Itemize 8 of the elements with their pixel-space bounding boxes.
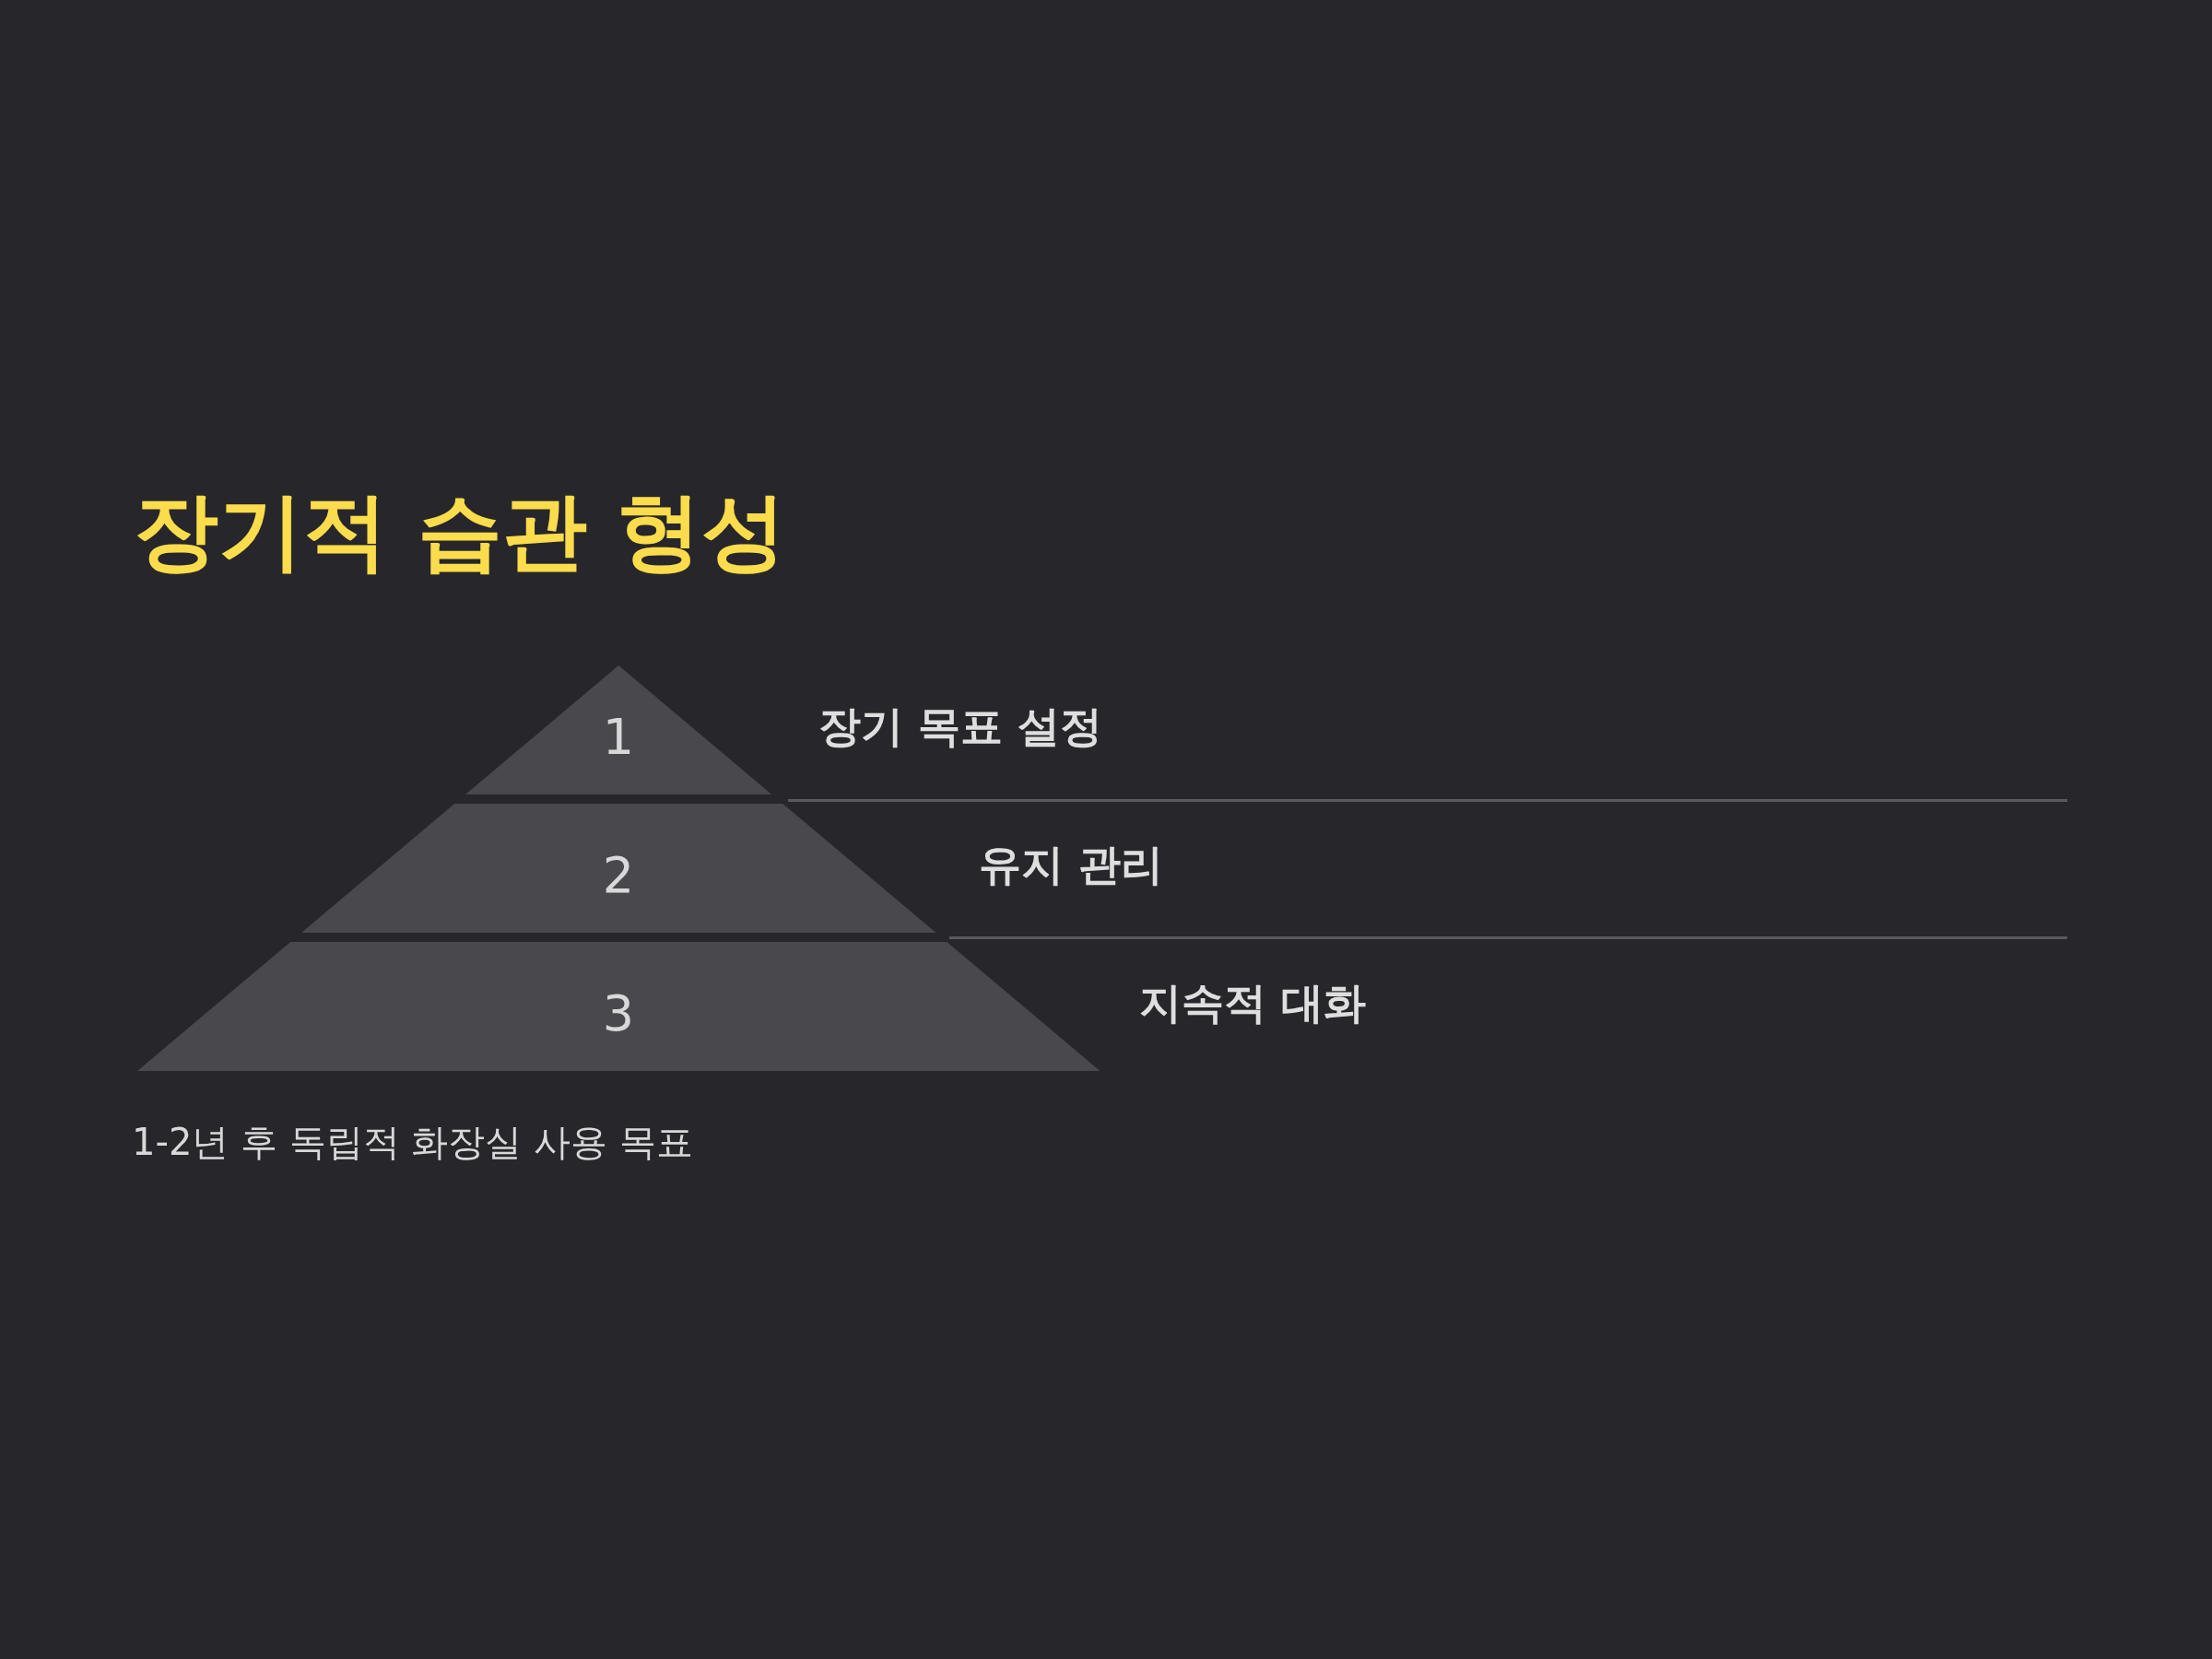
slide-title: 장기적 습관 형성 bbox=[134, 481, 787, 582]
note-text: 1-2년 후 독립적 화장실 사용 목표 bbox=[132, 1120, 693, 1165]
level-label: 장기 목표 설정 bbox=[818, 700, 1103, 753]
level-label: 유지 관리 bbox=[979, 839, 1163, 891]
level-label: 지속적 대화 bbox=[1139, 977, 1366, 1030]
level-number: 3 bbox=[601, 984, 636, 1042]
level-number: 1 bbox=[601, 708, 636, 766]
level-number: 2 bbox=[601, 846, 636, 904]
